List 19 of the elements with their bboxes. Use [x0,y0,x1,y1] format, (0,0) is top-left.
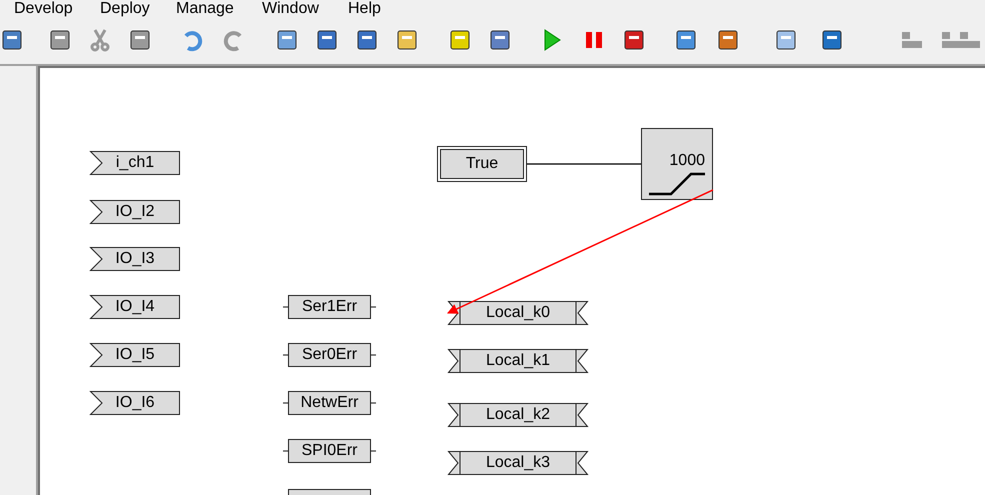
output-variable-tag: Local_k3 [448,451,588,475]
menu-item: Window [262,0,319,17]
constant-box: True [437,146,527,182]
annotation-arrow [447,189,714,314]
output-variable-tag: Local_k0 [448,301,588,325]
menu-item: Help [348,0,381,17]
input-variable-tag: IO_I4 [90,295,180,319]
ramp-function-block: 1000 [641,128,713,200]
input-variable-tag: IO_I5 [90,343,180,367]
input-variable-tag: IO_I6 [90,391,180,415]
input-variable-tag: i_ch1 [90,151,180,175]
input-variable-tag: IO_I2 [90,200,180,224]
output-variable-tag: Local_k1 [448,349,588,373]
menu-item: Deploy [100,0,150,17]
input-variable-tag: IO_I3 [90,247,180,271]
connector-line [527,163,641,165]
output-variable-tag: Local_k2 [448,403,588,427]
menu-item: Manage [176,0,234,17]
menu-item: Develop [14,0,73,17]
